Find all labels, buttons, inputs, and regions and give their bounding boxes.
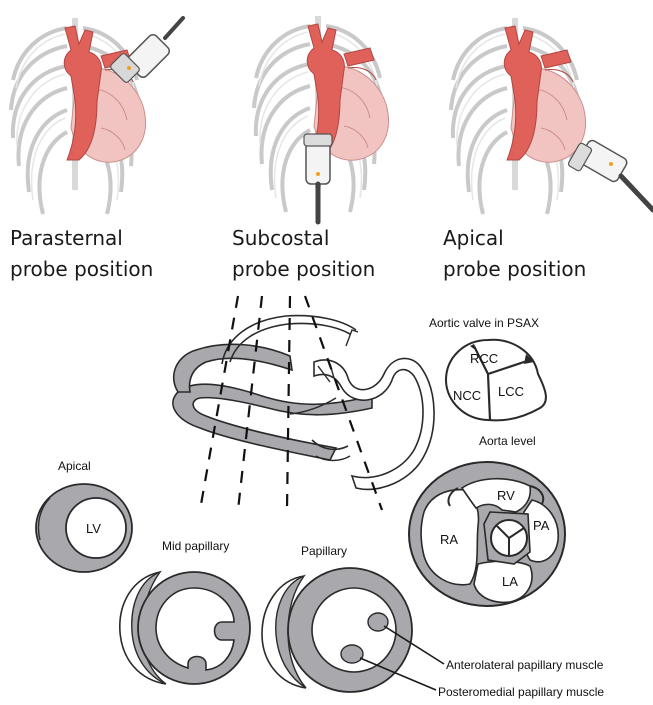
mid-papillary-short-axis xyxy=(120,572,250,684)
long-axis-heart xyxy=(173,316,434,490)
mid-papillary-title: Mid papillary xyxy=(162,539,229,553)
parasternal-probe-icon xyxy=(109,18,183,84)
posteromedial-callout: Posteromedial papillary muscle xyxy=(438,685,604,699)
lv-label: LV xyxy=(86,521,101,536)
rv-label: RV xyxy=(497,488,515,503)
rcc-label: RCC xyxy=(470,351,498,366)
anterolateral-callout: Anterolateral papillary muscle xyxy=(446,658,604,672)
aorta-level-title: Aorta level xyxy=(479,434,536,448)
subcostal-label-line2: probe position xyxy=(232,257,375,281)
subcostal-probe-icon xyxy=(304,134,332,222)
ra-label: RA xyxy=(440,532,458,547)
apical-illustration xyxy=(451,18,653,214)
la-label: LA xyxy=(502,574,518,589)
apical-label-line2: probe position xyxy=(443,257,586,281)
apical-probe-icon xyxy=(567,139,653,210)
lcc-label: LCC xyxy=(498,384,524,399)
apical-label-line1: Apical xyxy=(443,226,504,250)
parasternal-illustration xyxy=(11,18,183,214)
pa-label: PA xyxy=(533,518,550,533)
subcostal-label-line1: Subcostal xyxy=(232,226,329,250)
aortic-valve-title: Aortic valve in PSAX xyxy=(429,316,539,330)
subcostal-illustration xyxy=(254,16,388,222)
parasternal-label-line1: Parasternal xyxy=(10,226,123,250)
aorta-level-section xyxy=(409,462,565,606)
papillary-title: Papillary xyxy=(301,544,347,558)
apical-view-title: Apical xyxy=(58,459,91,473)
cut-line-apical xyxy=(200,296,238,510)
posteromedial-muscle xyxy=(341,645,363,663)
anterolateral-muscle xyxy=(368,613,388,631)
ncc-label: NCC xyxy=(453,388,481,403)
parasternal-label-line2: probe position xyxy=(10,257,153,281)
apical-short-axis xyxy=(36,484,132,572)
